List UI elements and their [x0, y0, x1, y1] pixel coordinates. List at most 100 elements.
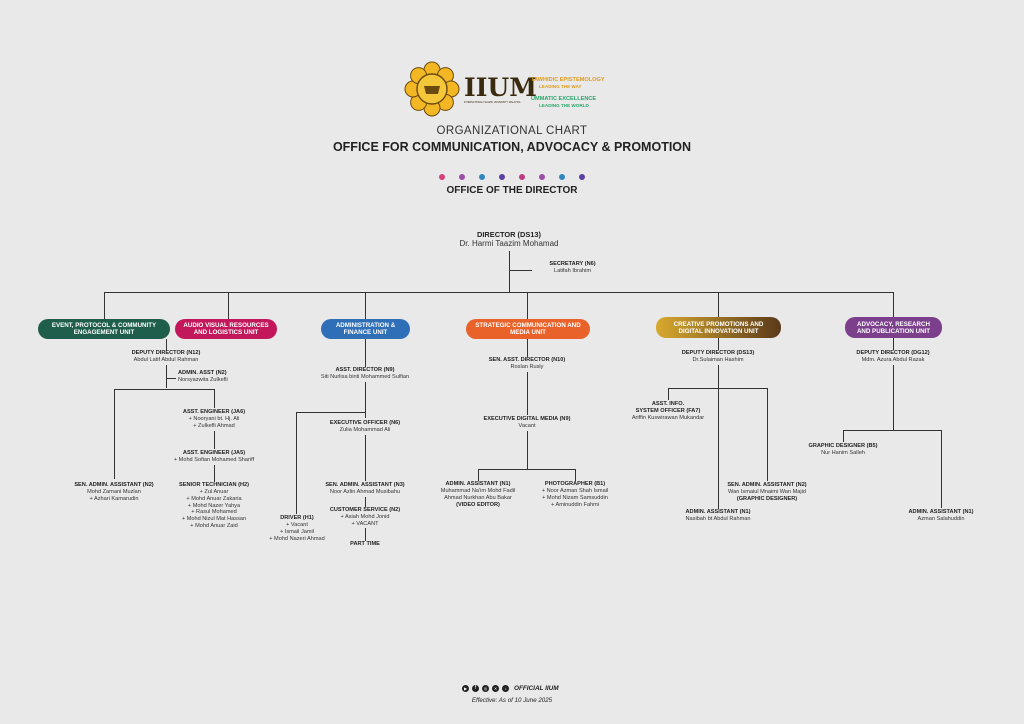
x-icon[interactable]: ✕ — [492, 685, 499, 692]
iium-emblem-icon — [404, 61, 460, 117]
col5-admin: ADMIN. ASSISTANT (N1) Azman Salahuddin — [891, 509, 991, 523]
col1-eng2-name-1: + Mohd Sofian Mohamed Shariff — [173, 457, 255, 463]
color-dots — [0, 167, 1024, 185]
instagram-icon[interactable]: ◎ — [482, 685, 489, 692]
col2-senadmin-name: Noor Azlin Ahmad Musibahu — [329, 489, 401, 495]
col1-tech-name-3: + Mohd Nazer Yahya — [187, 502, 241, 509]
connector-line — [893, 338, 895, 350]
col5-gd-title: GRAPHIC DESIGNER (B5) — [808, 443, 878, 449]
connector-line — [214, 431, 216, 449]
secretary-box: SECRETARY (N6) Latifah Ibrahim — [530, 261, 615, 275]
connector-line — [941, 430, 943, 508]
col3-admin-note: (VIDEO EDITOR) — [456, 501, 500, 508]
connector-line — [296, 412, 298, 514]
col3-admin-name-1: Muhammad Na'im Mohd Fadil — [440, 488, 516, 494]
connector-line — [166, 365, 168, 388]
connector-line — [718, 365, 720, 509]
col1-tech-name-5: + Mohd Nizul Mat Hassan — [181, 516, 247, 523]
col1-tech-title: SENIOR TECHNICIAN (H2) — [179, 482, 249, 488]
col3-digital: EXECUTIVE DIGITAL MEDIA (N9) Vacant — [467, 416, 587, 430]
col5-gd: GRAPHIC DESIGNER (B5) Nur Hanim Salleh — [793, 443, 893, 457]
col4-admin-title: ADMIN. ASSISTANT (N1) — [685, 509, 751, 515]
col1-senadmin-name-1: Mohd Zamani Muzlan — [87, 489, 141, 495]
col2-cs-name-1: + Asiah Mohd Jonid — [340, 514, 390, 520]
col2-exec-title: EXECUTIVE OFFICER (N6) — [329, 420, 401, 426]
director-box: DIRECTOR (DS13) Dr. Harmi Taazim Mohamad — [409, 230, 609, 248]
col1-admin-name: Norsyazwita Zulkefli — [178, 377, 228, 383]
tagline-3: UMMATIC EXCELLENCE — [531, 96, 597, 102]
connector-line — [767, 388, 769, 481]
logo-sub-text: INTERNATIONAL ISLAMIC UNIVERSITY MALAYSI… — [464, 101, 521, 104]
unit-event-protocol[interactable]: EVENT, PROTOCOL & COMMUNITY ENGAGEMENT U… — [38, 319, 170, 339]
col5-deputy-name: Mdm. Azura Abdul Razak — [861, 357, 925, 363]
connector-line — [575, 469, 577, 481]
connector-line — [527, 372, 529, 415]
office-title: OFFICE FOR COMMUNICATION, ADVOCACY & PRO… — [332, 140, 692, 154]
facebook-icon[interactable]: f — [472, 685, 479, 692]
col4-senadmin-title: SEN. ADMIN. ASSISTANT (N2) — [727, 482, 807, 488]
director-name: Dr. Harmi Taazim Mohamad — [459, 239, 559, 248]
col4-info-title-1: ASST. INFO. — [651, 401, 685, 407]
logo: IIUM INTERNATIONAL ISLAMIC UNIVERSITY MA… — [403, 60, 608, 118]
col2-asstdir-title: ASST. DIRECTOR (N9) — [335, 367, 395, 373]
connector-line — [527, 339, 529, 357]
col3-sen-title: SEN. ASST. DIRECTOR (N10) — [488, 357, 566, 363]
color-dot — [559, 174, 565, 180]
director-title: DIRECTOR (DS13) — [477, 230, 541, 239]
secretary-title: SECRETARY (N6) — [549, 261, 596, 267]
unit-strategic-communication[interactable]: STRATEGIC COMMUNICATION AND MEDIA UNIT — [466, 319, 590, 339]
connector-line — [166, 339, 168, 351]
col2-driver-title: DRIVER (H1) — [280, 515, 314, 521]
color-dot — [499, 174, 505, 180]
col2-senadmin: SEN. ADMIN. ASSISTANT (N3) Noor Azlin Ah… — [305, 482, 425, 496]
color-dot — [519, 174, 525, 180]
tiktok-icon[interactable]: ♪ — [502, 685, 509, 692]
connector-line — [114, 389, 214, 391]
col2-asstdir: ASST. DIRECTOR (N9) Siti Nurlisa binti M… — [295, 367, 435, 381]
col2-driver-name-3: + Mohd Nazeri Ahmad — [269, 535, 325, 542]
unit-audio-visual[interactable]: AUDIO VISUAL RESOURCES AND LOGISTICS UNI… — [175, 319, 277, 339]
col1-tech: SENIOR TECHNICIAN (H2) + Zul Anuar + Moh… — [164, 482, 264, 530]
connector-line — [365, 528, 367, 541]
col4-senadmin-note: (GRAPHIC DESIGNER) — [736, 495, 798, 502]
col1-tech-name-4: + Rasul Mohamed — [191, 509, 237, 516]
connector-line — [527, 431, 529, 469]
col3-photo-title: PHOTOGRAPHER (B1) — [544, 481, 606, 487]
col3-digital-title: EXECUTIVE DIGITAL MEDIA (N9) — [483, 416, 571, 422]
col4-admin-name: Nasibah bt Abdul Rahman — [685, 516, 751, 522]
unit-advocacy-research[interactable]: ADVOCACY, RESEARCH AND PUBLICATION UNIT — [845, 317, 942, 338]
connector-line — [296, 412, 366, 414]
chart-title: ORGANIZATIONAL CHART — [436, 125, 588, 137]
col1-admin-title: ADMIN. ASST (N2) — [178, 370, 227, 376]
col2-parttime: PART TIME — [350, 541, 380, 547]
unit-creative-promotions[interactable]: CREATIVE PROMOTIONS AND DIGITAL INNOVATI… — [656, 317, 781, 338]
col1-deputy: DEPUTY DIRECTOR (N12) Abdul Latif Abdul … — [116, 350, 216, 364]
col3-admin-name-2: Ahmad Nurkhan Abu Bakar — [444, 494, 512, 501]
secretary-name: Latifah Ibrahim — [553, 268, 591, 274]
col2-cs-title: CUSTOMER SERVICE (N2) — [329, 507, 401, 513]
col5-gd-name: Nur Hanim Salleh — [821, 450, 865, 456]
connector-line — [166, 378, 176, 380]
connector-line — [365, 292, 367, 319]
connector-line — [365, 435, 367, 481]
col4-info-name: Ariffin Kuswirawan Mukandar — [631, 415, 705, 421]
col3-sen-name: Roslan Rusly — [510, 364, 544, 370]
col1-eng1-name-1: + Nooryani bt. Hj. Ali — [188, 416, 240, 422]
col5-admin-name: Azman Salahuddin — [917, 516, 965, 522]
connector-line — [104, 292, 106, 319]
connector-line — [228, 292, 230, 319]
connector-line — [214, 389, 216, 408]
connector-line — [478, 469, 575, 471]
footer-social: ▶ f ◎ ✕ ♪ OFFICIAL IIUM — [462, 685, 559, 692]
connector-line — [478, 469, 480, 481]
unit-administration-finance[interactable]: ADMINISTRATION & FINANCE UNIT — [321, 319, 410, 339]
section-title: OFFICE OF THE DIRECTOR — [446, 185, 578, 196]
col2-cs-name-2: + VACANT — [351, 520, 379, 527]
connector-line — [718, 338, 720, 350]
col1-admin: ADMIN. ASST (N2) Norsyazwita Zulkefli — [178, 370, 228, 384]
color-dot — [579, 174, 585, 180]
col1-tech-name-1: + Zul Anuar — [199, 489, 229, 495]
youtube-icon[interactable]: ▶ — [462, 685, 469, 692]
connector-line — [114, 389, 116, 479]
col2-driver-name-2: + Ismail Jamil — [279, 528, 315, 535]
